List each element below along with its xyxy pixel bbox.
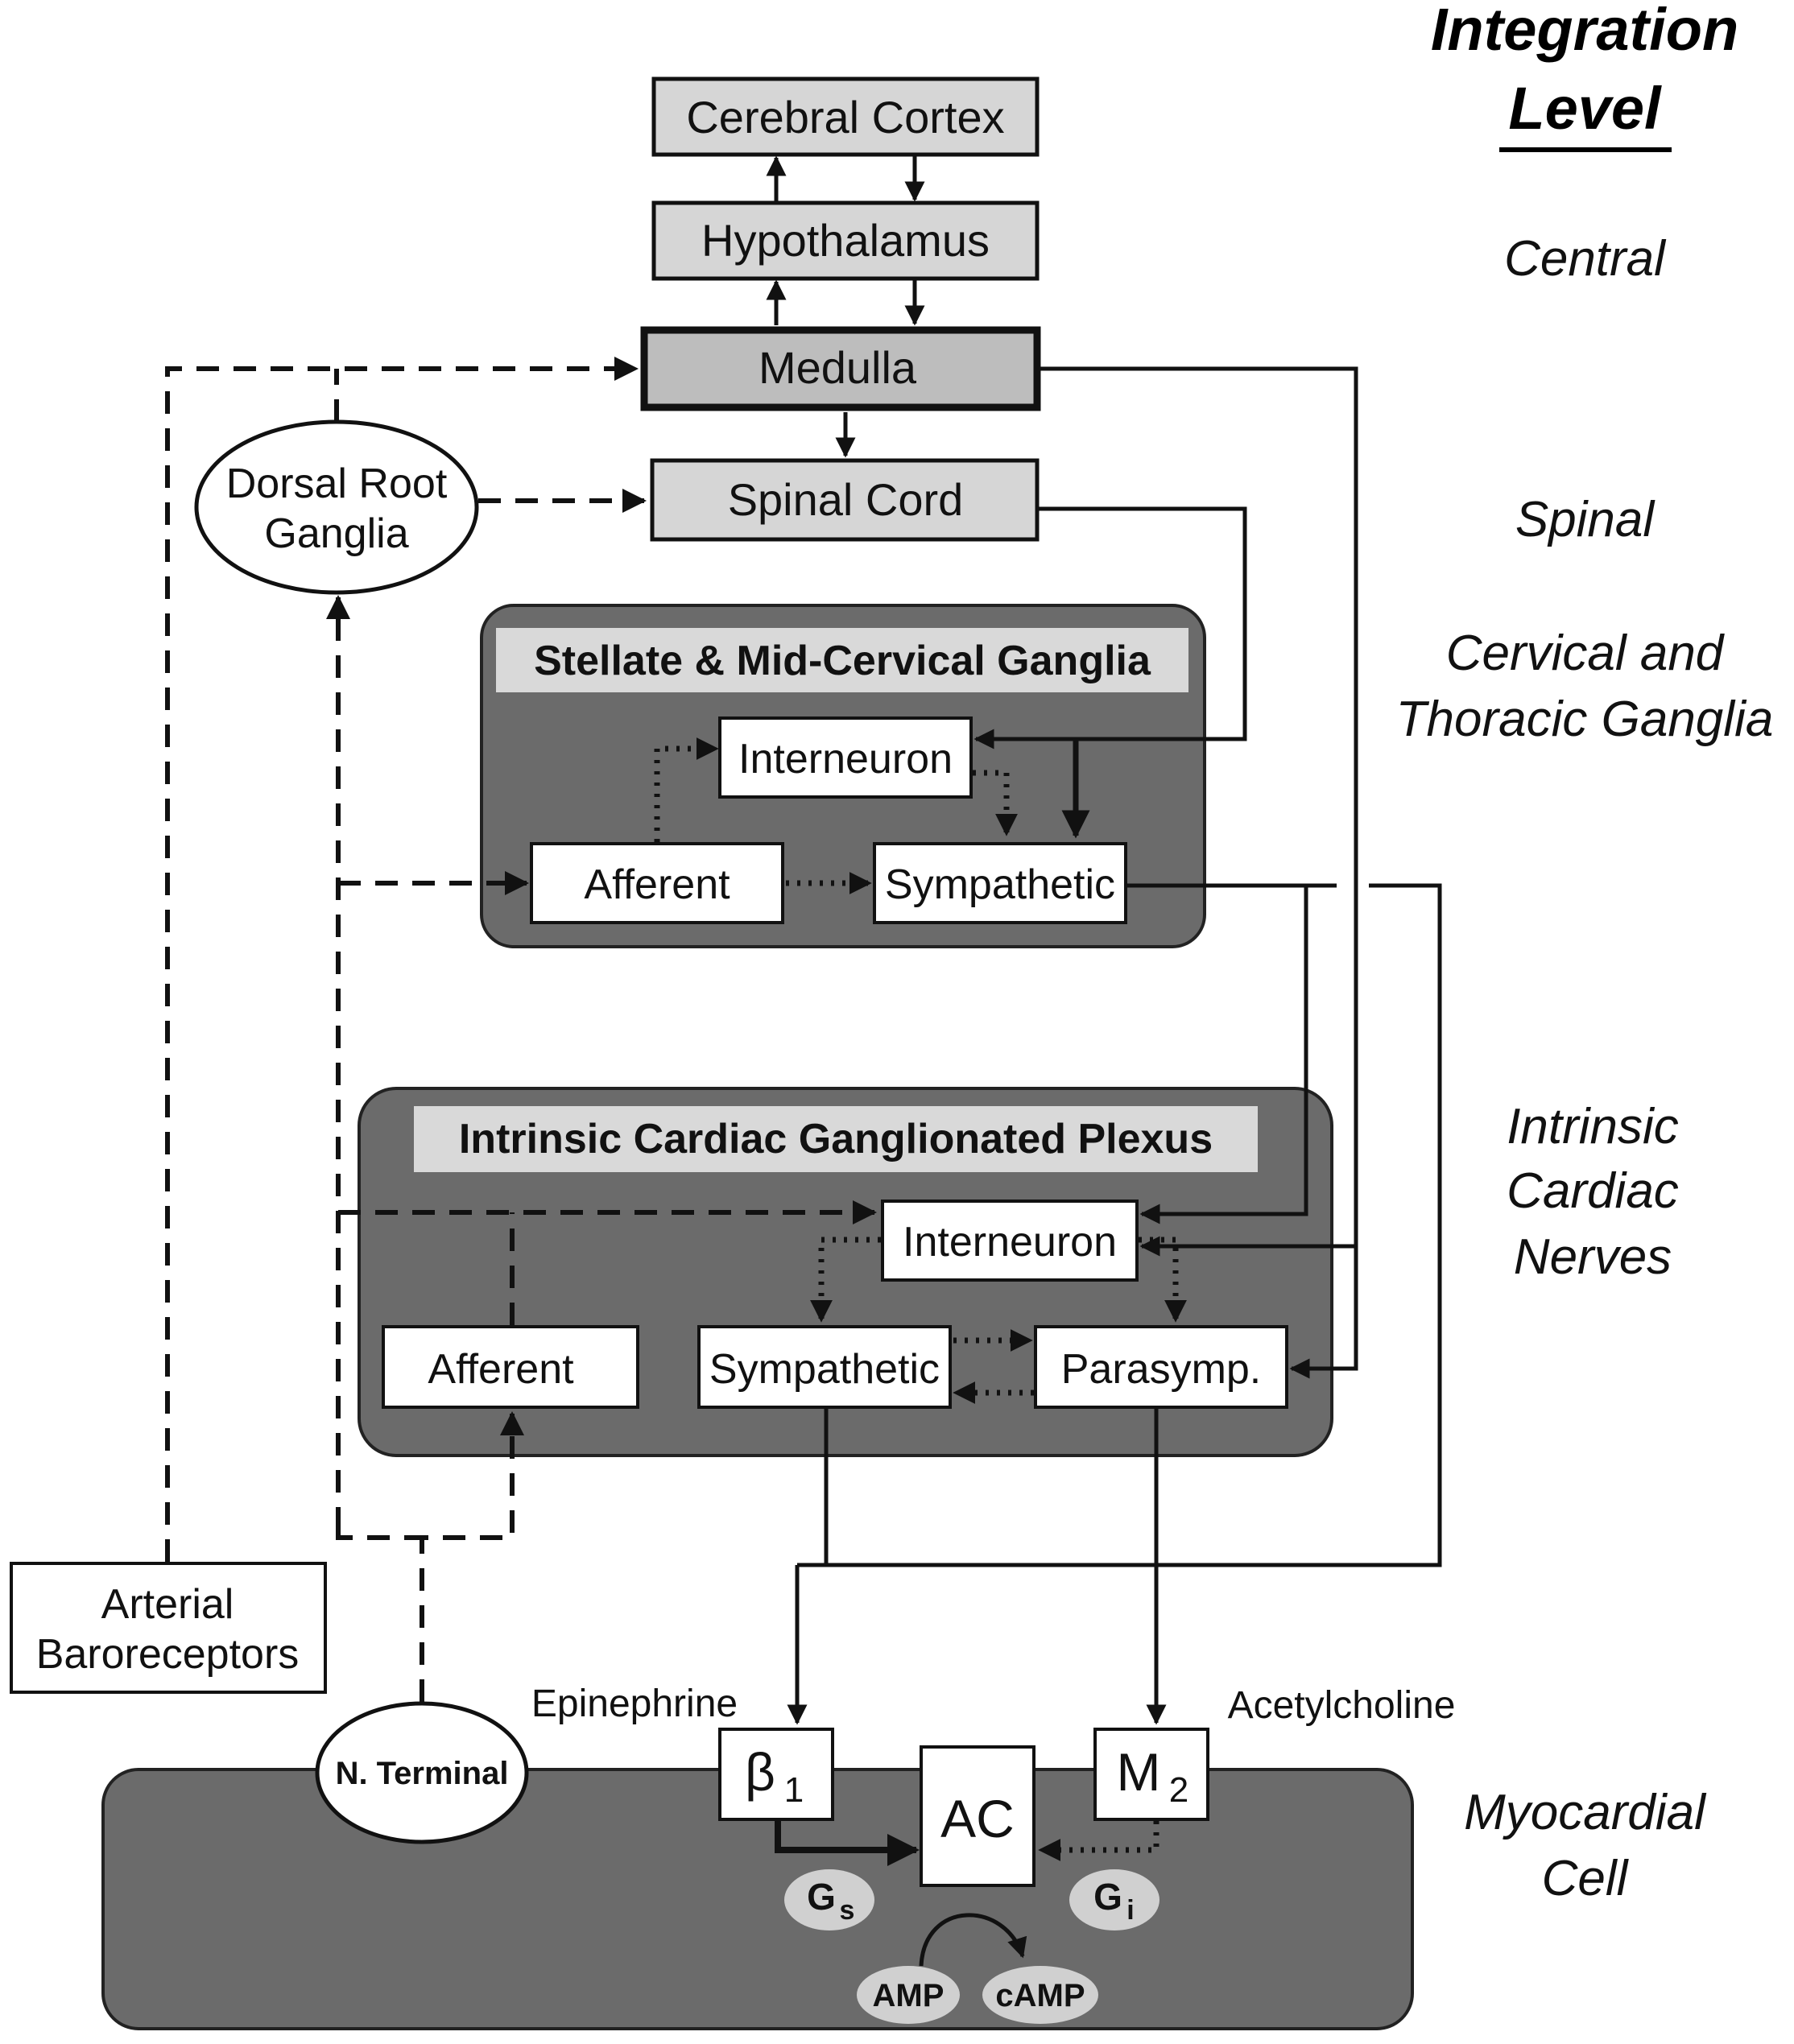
adenylyl-cyclase-box	[920, 1745, 1035, 1887]
spinal-cord-label: Spinal Cord	[728, 474, 964, 525]
gi-protein	[1069, 1869, 1159, 1930]
intrinsic-title: Intrinsic Cardiac Ganglionated Plexus	[459, 1116, 1213, 1162]
integration-level-column: Integration Level Central Spinal Cervica…	[1396, 0, 1774, 1906]
medulla-label: Medulla	[759, 342, 917, 393]
intrinsic-title-strip	[414, 1106, 1258, 1172]
hypothalamus-label: Hypothalamus	[701, 215, 990, 266]
dorsal-root-ganglia: Dorsal Root Ganglia	[194, 419, 479, 595]
dashed-loop-connector	[336, 1530, 422, 1540]
stellate-ganglia-group: Stellate & Mid-Cervical Ganglia Interneu…	[480, 604, 1206, 948]
gi-symbol: G	[1093, 1876, 1122, 1918]
m2-symbol: M	[1117, 1742, 1161, 1802]
intrinsic-interneuron-box	[881, 1200, 1139, 1282]
level-myocardial-cell-2: Cell	[1542, 1851, 1630, 1906]
cerebral-cortex-box	[651, 76, 1040, 157]
solid-medulla-to-parasymp	[1039, 366, 1358, 1379]
amp-pill	[857, 1966, 960, 2024]
dashed-n-terminal-to-afferent	[420, 1411, 524, 1702]
intrinsic-sympathetic-box	[697, 1325, 952, 1409]
level-cervical-thoracic-2: Thoracic Ganglia	[1396, 692, 1774, 747]
beta1-symbol: β	[745, 1742, 775, 1802]
gs-symbol: G	[807, 1876, 836, 1918]
n-terminal-label: N. Terminal	[336, 1756, 509, 1791]
m2-receptor-box	[1093, 1728, 1209, 1821]
baroreceptors-label-2: Baroreceptors	[36, 1631, 300, 1678]
dotted-interneuron-to-sympathetic-ic	[810, 1237, 881, 1323]
m2-subscript: 2	[1169, 1770, 1188, 1810]
cerebral-cortex-label: Cerebral Cortex	[686, 92, 1004, 142]
gi-subscript: i	[1126, 1895, 1134, 1926]
intrinsic-sympathetic-label: Sympathetic	[709, 1346, 940, 1393]
dorsal-root-label: Dorsal Root	[226, 460, 448, 507]
solid-sympathetic-to-beta1	[797, 1409, 829, 1723]
stellate-sympathetic-box	[873, 842, 1127, 924]
level-intrinsic-cardiac: Intrinsic	[1507, 1099, 1679, 1154]
baroreceptors-label: Arterial	[101, 1581, 234, 1628]
intrinsic-afferent-label: Afferent	[428, 1346, 574, 1393]
dotted-afferent-to-interneuron	[654, 737, 719, 842]
dashed-baroreceptor-to-medulla	[165, 357, 639, 1562]
beta1-subscript: 1	[784, 1770, 804, 1810]
level-myocardial-cell: Myocardial	[1464, 1785, 1707, 1840]
baroreceptors-box	[10, 1562, 327, 1694]
arterial-baroreceptors: Arterial Baroreceptors	[10, 1562, 327, 1694]
stellate-interneuron-box	[718, 716, 973, 799]
gs-subscript: s	[840, 1895, 855, 1926]
acetylcholine-label: Acetylcholine	[1228, 1684, 1456, 1727]
stellate-interneuron-label: Interneuron	[738, 736, 953, 783]
camp-pill	[982, 1966, 1098, 2024]
level-spinal: Spinal	[1515, 492, 1656, 547]
dorsal-root-ellipse	[194, 419, 479, 595]
stellate-afferent-box	[530, 842, 784, 924]
arrow-amp-to-camp	[919, 1913, 1027, 1967]
level-intrinsic-cardiac-2: Cardiac	[1507, 1163, 1679, 1219]
myocardial-cell: N. Terminal Epinephrine Acetylcholine β …	[101, 1683, 1456, 2030]
gs-protein	[784, 1869, 874, 1930]
intrinsic-parasymp-label: Parasymp.	[1061, 1346, 1262, 1393]
level-cervical-thoracic: Cervical and	[1446, 626, 1726, 681]
amp-label: AMP	[873, 1978, 945, 2013]
epinephrine-label: Epinephrine	[531, 1683, 738, 1725]
intrinsic-parasymp-box	[1034, 1325, 1288, 1409]
efferent-pathways	[797, 366, 1442, 1723]
central-nodes: Cerebral Cortex Hypothalamus Medulla Spi…	[640, 76, 1041, 542]
stellate-title-strip	[496, 628, 1188, 692]
intrinsic-afferent-box	[382, 1325, 639, 1409]
intrinsic-interneuron-label: Interneuron	[903, 1219, 1117, 1266]
afferent-pathways	[165, 357, 877, 1702]
spinal-cord-box	[650, 458, 1040, 542]
integration-level-header: Integration	[1431, 0, 1738, 63]
camp-label: cAMP	[995, 1978, 1085, 2013]
arrow-beta1-to-ac	[775, 1821, 920, 1866]
stellate-title: Stellate & Mid-Cervical Ganglia	[534, 638, 1151, 684]
solid-stellate-to-intrinsic-interneuron	[1139, 886, 1308, 1224]
level-central: Central	[1504, 231, 1667, 287]
intrinsic-cardiac-plexus-group: Intrinsic Cardiac Ganglionated Plexus In…	[358, 1087, 1333, 1457]
dorsal-root-label-2: Ganglia	[264, 510, 408, 557]
n-terminal-ellipse	[315, 1701, 529, 1844]
ac-label: AC	[940, 1789, 1015, 1848]
dotted-interneuron-to-sympathetic	[973, 770, 1018, 836]
medulla-box	[640, 326, 1041, 411]
solid-spinal-cord-to-stellate-interneuron	[973, 506, 1247, 749]
integration-level-header-2: Level	[1508, 75, 1662, 142]
solid-stellate-to-heart	[797, 883, 1442, 1567]
beta1-receptor-box	[718, 1728, 834, 1821]
stellate-sympathetic-label: Sympathetic	[885, 861, 1115, 908]
hypothalamus-box	[651, 200, 1040, 281]
stellate-afferent-label: Afferent	[584, 861, 730, 908]
level-intrinsic-cardiac-3: Nerves	[1514, 1229, 1672, 1285]
